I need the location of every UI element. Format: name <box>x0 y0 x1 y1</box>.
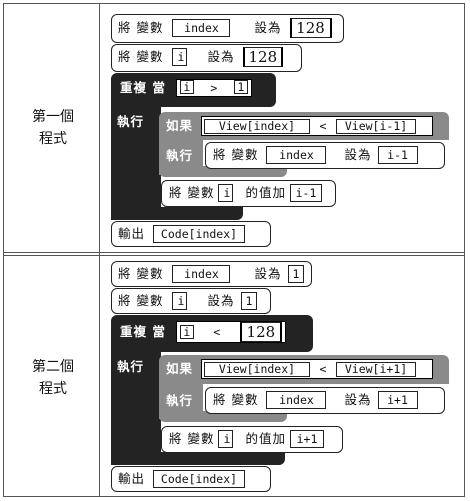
repeat-while-keyword: 重複 當 <box>120 324 166 339</box>
program-2-label: 第二個 程式 <box>10 356 96 400</box>
output-value-slot[interactable]: Code[index] <box>153 470 246 488</box>
set-to-keyword: 設為 <box>344 392 372 407</box>
condition-left: i <box>179 325 194 339</box>
repeat-exec-row: 執行 <box>117 356 144 378</box>
set-var-keyword: 將 變數 <box>118 49 164 64</box>
program-2-label-line2: 程式 <box>39 381 67 397</box>
set-var-keyword: 將 變數 <box>118 266 164 281</box>
condition-right: 1 <box>233 80 248 94</box>
if-condition-slot[interactable]: View[index] < View[i+1] <box>201 359 434 379</box>
program-1-label-line2: 程式 <box>39 131 67 147</box>
var-slot-i[interactable]: i <box>218 430 234 448</box>
repeat-block-footer <box>111 452 285 465</box>
value-slot[interactable]: 128 <box>242 47 283 67</box>
repeat-exec-keyword: 執行 <box>117 114 145 129</box>
row-divider <box>3 252 465 256</box>
if-keyword: 如果 <box>166 361 194 376</box>
inner-set-row: 將 變數 index 設為 i+1 <box>213 389 418 411</box>
set-to-keyword: 設為 <box>344 147 372 162</box>
condition-operator: < <box>213 325 221 339</box>
repeat-block-footer <box>111 207 243 220</box>
condition-slot[interactable]: i > 1 <box>175 79 252 97</box>
column-divider <box>99 3 100 497</box>
var-slot-i[interactable]: i <box>172 48 188 66</box>
repeat-exec-row: 執行 <box>117 111 144 133</box>
set-to-keyword: 設為 <box>207 49 235 64</box>
output-value-slot[interactable]: Code[index] <box>153 225 246 243</box>
change-i-row: 將 變數 i 的值加 i-1 <box>169 182 322 204</box>
if-block-footer <box>159 411 287 422</box>
program-1-label: 第一個 程式 <box>10 106 96 150</box>
if-condition-left: View[index] <box>204 361 311 377</box>
set-to-keyword: 設為 <box>207 293 235 308</box>
set-var-keyword: 將 變數 <box>169 431 215 446</box>
if-keyword: 如果 <box>166 118 194 133</box>
output-row: 輸出 Code[index] <box>118 468 246 490</box>
add-value-keyword: 的值加 <box>245 185 286 200</box>
program-1-label-line1: 第一個 <box>32 109 74 125</box>
change-i-row: 將 變數 i 的值加 i+1 <box>169 428 324 450</box>
repeat-block-spine <box>111 345 161 465</box>
var-slot-index[interactable]: index <box>172 19 231 37</box>
output-keyword: 輸出 <box>118 226 146 241</box>
if-condition-slot[interactable]: View[index] < View[i-1] <box>201 116 434 136</box>
if-row: 如果 View[index] < View[i-1] <box>166 115 434 137</box>
output-row: 輸出 Code[index] <box>118 223 246 245</box>
if-condition-operator: < <box>319 362 327 376</box>
value-slot[interactable]: i-1 <box>290 184 322 202</box>
repeat-exec-keyword: 執行 <box>117 359 145 374</box>
value-slot[interactable]: 1 <box>240 292 257 310</box>
condition-operator: > <box>210 81 218 95</box>
program-table <box>3 3 465 497</box>
set-i-row: 將 變數 i 設為 128 <box>118 46 283 68</box>
condition-right: 128 <box>239 322 282 342</box>
set-var-keyword: 將 變數 <box>118 293 164 308</box>
set-i-row: 將 變數 i 設為 1 <box>118 290 257 312</box>
repeat-while-keyword: 重複 當 <box>120 80 166 95</box>
set-var-keyword: 將 變數 <box>213 147 259 162</box>
if-exec-row: 執行 <box>166 390 193 412</box>
set-var-keyword: 將 變數 <box>169 185 215 200</box>
condition-left: i <box>179 80 194 94</box>
set-index-row: 將 變數 index 設為 128 <box>118 17 332 39</box>
program-2-label-line1: 第二個 <box>32 359 74 375</box>
if-condition-left: View[index] <box>204 118 311 134</box>
if-exec-keyword: 執行 <box>166 148 194 163</box>
add-value-keyword: 的值加 <box>245 431 286 446</box>
value-slot[interactable]: i+1 <box>290 430 324 448</box>
if-block-footer <box>159 166 287 177</box>
var-slot-i[interactable]: i <box>172 292 188 310</box>
value-slot[interactable]: i-1 <box>377 146 418 164</box>
set-to-keyword: 設為 <box>254 266 282 281</box>
repeat-block-spine <box>111 100 161 220</box>
condition-slot[interactable]: i < 128 <box>175 321 286 343</box>
repeat-row: 重複 當 i < 128 <box>120 321 286 343</box>
if-condition-operator: < <box>319 119 327 133</box>
value-slot[interactable]: 128 <box>289 18 332 38</box>
set-var-keyword: 將 變數 <box>118 20 164 35</box>
var-slot-index[interactable]: index <box>172 265 231 283</box>
if-condition-right: View[i+1] <box>336 361 417 377</box>
if-exec-row: 執行 <box>166 145 193 167</box>
var-slot-i[interactable]: i <box>218 184 234 202</box>
var-slot-index[interactable]: index <box>266 146 327 164</box>
if-row: 如果 View[index] < View[i+1] <box>166 358 434 380</box>
if-condition-right: View[i-1] <box>336 118 417 134</box>
set-var-keyword: 將 變數 <box>213 392 259 407</box>
inner-set-row: 將 變數 index 設為 i-1 <box>213 144 418 166</box>
value-slot[interactable]: i+1 <box>377 391 418 409</box>
var-slot-index[interactable]: index <box>266 391 327 409</box>
set-to-keyword: 設為 <box>254 20 282 35</box>
output-keyword: 輸出 <box>118 471 146 486</box>
set-index-row: 將 變數 index 設為 1 <box>118 263 304 285</box>
if-exec-keyword: 執行 <box>166 393 194 408</box>
value-slot[interactable]: 1 <box>287 265 304 283</box>
repeat-row: 重複 當 i > 1 <box>120 77 252 99</box>
